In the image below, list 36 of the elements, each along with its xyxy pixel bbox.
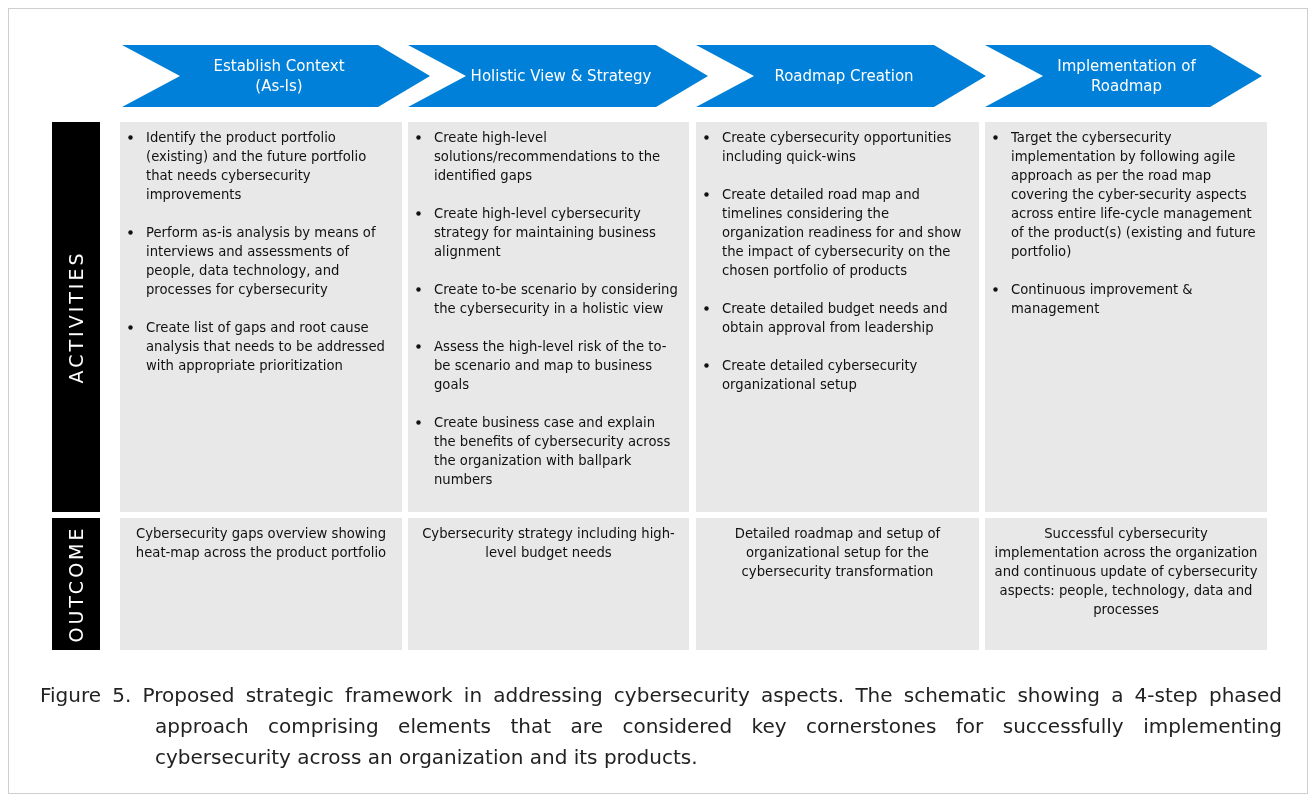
bullet-item: Identify the product portfolio (existing) and the future portfolio that needs cybersecurity improvements	[146, 129, 368, 204]
phase-banner	[696, 45, 986, 107]
row-header-bar	[52, 518, 100, 650]
bullet-item: Create detailed road map and timelines considering the organization readiness for and show the impact of cybersecurity on the chosen portfolio of products	[722, 186, 963, 280]
row-label: OUTCOME	[65, 525, 87, 643]
phase-title: Holistic View & Strategy	[470, 66, 652, 86]
outcome-text: Successful cybersecurity implementation across the organization and continuous update of cybersecurity aspects: people, technology, data and processes	[993, 525, 1259, 619]
bullet-item: Assess the high-level risk of the to-be scenario and map to business goals	[434, 338, 668, 394]
bullet-item: Create to-be scenario by considering the cybersecurity in a holistic view	[434, 281, 679, 318]
outcome-text: Detailed roadmap and setup of organizational setup for the cybersecurity transformation	[733, 525, 942, 581]
activities-panel	[985, 122, 1267, 512]
bullet-item: Create high-level cybersecurity strategy for maintaining business alignment	[434, 205, 657, 261]
activities-panel	[120, 122, 402, 512]
phase-title: Implementation of Roadmap	[1056, 56, 1197, 96]
bullet-item: Target the cybersecurity implementation by following agile approach as per the road map covering the cyber-security aspects across entire life-cycle management of the product(s) (existing and future portfolio)	[1011, 129, 1257, 261]
bullet-item: Create business case and explain the benefits of cybersecurity across the organization with ballpark numbers	[434, 414, 672, 489]
phase-banner	[122, 45, 430, 107]
phase-title: Establish Context	[213, 56, 345, 76]
bullet-item: Create detailed budget needs and obtain approval from leadership	[722, 300, 949, 337]
figure-caption: Figure 5. Proposed strategic framework in addressing cybersecurity aspects. The schematic showing a 4-step phased approach comprising elements that are considered key cornerstones for successfully implementing cybersecurity across an organization and its products.	[40, 682, 1282, 771]
outcome-text: Cybersecurity gaps overview showing heat-map across the product portfolio	[134, 525, 388, 562]
outcome-text: Cybersecurity strategy including high-level budget needs	[421, 525, 676, 562]
row-label: ACTIVITIES	[65, 250, 87, 384]
activities-panel	[408, 122, 689, 512]
bullet-item: Continuous improvement & management	[1011, 281, 1194, 318]
phase-banner	[985, 45, 1262, 107]
bullet-item: Create detailed cybersecurity organizational setup	[722, 357, 919, 394]
bullet-item: Create list of gaps and root cause analysis that needs to be addressed with appropriate prioritization	[146, 319, 386, 375]
bullet-item: Create cybersecurity opportunities including quick-wins	[722, 129, 953, 166]
bullet-item: Perform as-is analysis by means of interviews and assessments of people, data technology, and processes for cybersecurity	[146, 224, 377, 299]
phase-banner	[408, 45, 708, 107]
activities-panel	[696, 122, 979, 512]
bullet-item: Create high-level solutions/recommendations to the identified gaps	[434, 129, 662, 185]
phase-title: (As-Is)	[255, 76, 303, 96]
row-header-bar	[52, 122, 100, 512]
phase-title: Roadmap Creation	[774, 66, 914, 86]
